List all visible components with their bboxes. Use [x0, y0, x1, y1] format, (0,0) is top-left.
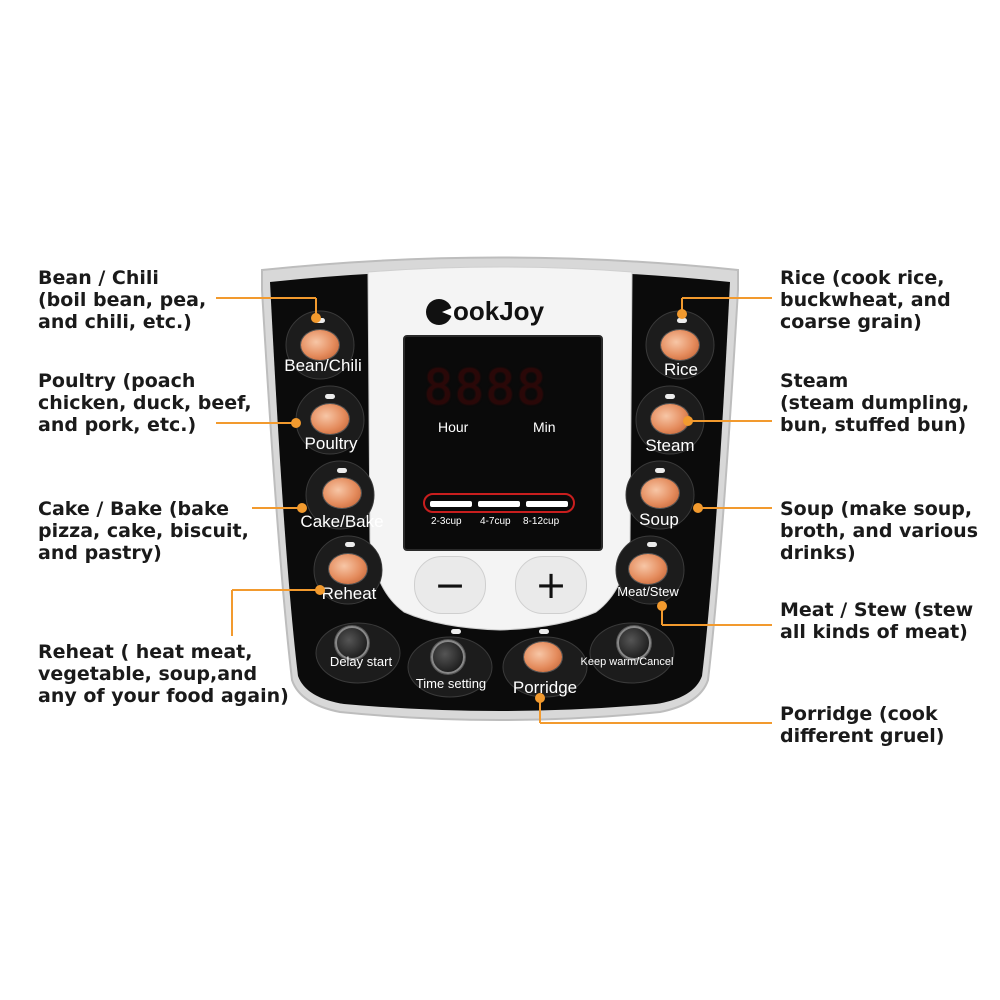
annotation-line: chicken, duck, beef,	[38, 392, 252, 414]
clock-icon	[431, 640, 465, 674]
annotation-line: Porridge (cook	[780, 703, 938, 725]
meat-stew-button[interactable]: Meat/Stew	[617, 584, 679, 599]
poultry-button[interactable]: Poultry	[304, 434, 358, 453]
delay-clock-icon	[335, 626, 369, 660]
porridge-button[interactable]: Porridge	[512, 678, 578, 697]
annotation-line: Meat / Stew (stew	[780, 599, 974, 621]
cup-label-3: 8-12cup	[523, 516, 560, 527]
annotation-bean-chili: Bean / Chili (boil bean, pea, and chili,…	[38, 267, 206, 333]
time-setting-led	[451, 629, 461, 634]
porridge-bowl-icon	[524, 642, 562, 672]
rice-led	[677, 318, 687, 323]
rice-button[interactable]: Rice	[663, 360, 699, 379]
annotation-line: drinks)	[780, 542, 856, 564]
reheat-led	[345, 542, 355, 547]
bean-chili-button[interactable]: Bean/Chili	[284, 356, 362, 375]
annotation-meat-stew: Meat / Stew (stew all kinds of meat)	[780, 599, 973, 643]
annotation-line: and pastry)	[38, 542, 162, 564]
cup-indicator-bar	[423, 493, 575, 513]
annotation-rice: Rice (cook rice, buckwheat, and coarse g…	[780, 267, 951, 333]
annotation-line: (steam dumpling,	[780, 392, 970, 414]
delay-start-button[interactable]: Delay start	[329, 654, 393, 669]
cup-label-1: 2-3cup	[431, 516, 462, 527]
annotation-line: vegetable, soup,and	[38, 663, 258, 685]
annotation-line: (boil bean, pea,	[38, 289, 207, 311]
annotation-line: Poultry (poach	[38, 370, 196, 392]
annotation-steam: Steam (steam dumpling, bun, stuffed bun)	[780, 370, 969, 436]
annotation-soup: Soup (make soup, broth, and various drin…	[780, 498, 978, 564]
cake-icon	[323, 478, 361, 508]
annotation-cake-bake: Cake / Bake (bake pizza, cake, biscuit, …	[38, 498, 249, 564]
cake-bake-button[interactable]: Cake/Bake	[300, 512, 384, 531]
annotation-line: and pork, etc.)	[38, 414, 197, 436]
annotation-line: broth, and various	[780, 520, 979, 542]
soup-led	[655, 468, 665, 473]
steam-led	[665, 394, 675, 399]
poultry-icon	[311, 404, 349, 434]
annotation-line: Rice (cook rice,	[780, 267, 945, 289]
annotation-line: any of your food again)	[38, 685, 289, 707]
annotation-line: bun, stuffed bun)	[780, 414, 967, 436]
soup-button[interactable]: Soup	[639, 510, 679, 529]
annotation-line: all kinds of meat)	[780, 621, 968, 643]
annotation-line: Reheat ( heat meat,	[38, 641, 253, 663]
plus-button[interactable]: +	[515, 556, 587, 614]
thermometer-icon	[617, 626, 651, 660]
annotation-line: different gruel)	[780, 725, 945, 747]
annotation-line: Steam	[780, 370, 849, 392]
logo-mark-icon	[426, 299, 452, 325]
bean-chili-led	[315, 318, 325, 323]
cup-label-2: 4-7cup	[480, 516, 511, 527]
annotation-poultry: Poultry (poach chicken, duck, beef, and …	[38, 370, 252, 436]
hour-label: Hour	[438, 419, 469, 435]
annotation-porridge: Porridge (cook different gruel)	[780, 703, 944, 747]
bean-icon	[301, 330, 339, 360]
cake-bake-led	[337, 468, 347, 473]
annotation-line: buckwheat, and	[780, 289, 951, 311]
soup-bowl-icon	[641, 478, 679, 508]
display-digits: 8888	[424, 360, 548, 416]
annotation-line: coarse grain)	[780, 311, 922, 333]
annotation-line: pizza, cake, biscuit,	[38, 520, 249, 542]
rice-bowl-icon	[661, 330, 699, 360]
keep-warm-cancel-button[interactable]: Keep warm/Cancel	[580, 656, 674, 668]
porridge-led	[539, 629, 549, 634]
steam-button[interactable]: Steam	[645, 436, 695, 455]
cup-segment-2	[478, 501, 520, 507]
steamer-icon	[651, 404, 689, 434]
annotation-line: Soup (make soup,	[780, 498, 973, 520]
cup-segment-1	[430, 501, 472, 507]
annotation-line: and chili, etc.)	[38, 311, 192, 333]
lcd-display	[403, 335, 603, 551]
meat-stew-led	[647, 542, 657, 547]
annotation-line: Cake / Bake (bake	[38, 498, 229, 520]
min-label: Min	[533, 419, 556, 435]
cup-segment-3	[526, 501, 568, 507]
minus-button[interactable]: −	[414, 556, 486, 614]
stew-pan-icon	[629, 554, 667, 584]
poultry-led	[325, 394, 335, 399]
pot-icon	[329, 554, 367, 584]
time-setting-button[interactable]: Time setting	[415, 676, 487, 691]
annotation-reheat: Reheat ( heat meat, vegetable, soup,and …	[38, 641, 289, 707]
cookjoy-logo: ookJoy	[426, 296, 544, 327]
reheat-button[interactable]: Reheat	[321, 584, 377, 603]
logo-text: ookJoy	[453, 296, 545, 326]
annotation-line: Bean / Chili	[38, 267, 159, 289]
